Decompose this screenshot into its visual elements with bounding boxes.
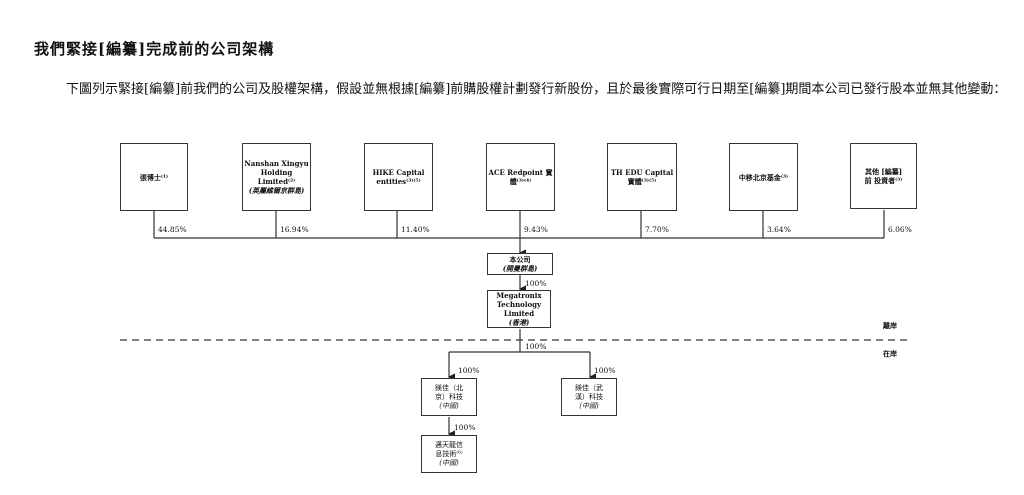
- ownership-pct: 7.70%: [645, 225, 669, 234]
- offshore-label: 離岸: [883, 321, 897, 330]
- company-name: 本公司: [509, 255, 531, 264]
- megatronix-jurisdiction: (香港): [508, 318, 530, 327]
- intro-paragraph: 下圖列示緊接[編纂]前我們的公司及股權架構，假設並無根據[編纂]前購股權計劃發行…: [66, 82, 1007, 97]
- beijing-name: 鎂佳（北京）科技: [435, 383, 463, 401]
- shareholder-box: 張博士⁽¹⁾: [120, 143, 188, 211]
- shareholder-name: ACE Redpoint 實體⁽³⁾⁽⁴⁾: [488, 168, 553, 186]
- subsidiary-name: 邁天龍信息技術⁽⁶⁾: [435, 440, 463, 458]
- ownership-pct: 11.40%: [401, 225, 430, 234]
- ownership-pct: 16.94%: [280, 225, 309, 234]
- shareholder-box: 中移北京基金⁽³⁾: [729, 143, 798, 211]
- ownership-pct: 100%: [458, 366, 480, 375]
- company-box: 本公司(開曼群島): [487, 253, 553, 275]
- megatronix-name: Megatronix Technology Limited: [496, 291, 542, 318]
- wuhan-jurisdiction: (中國): [579, 401, 599, 410]
- beijing-box: 鎂佳（北京）科技(中國): [421, 378, 477, 416]
- onshore-label: 在岸: [883, 349, 897, 358]
- shareholder-name: HIKE Capital entities⁽³⁾⁽⁵⁾: [372, 168, 425, 186]
- shareholder-box: HIKE Capital entities⁽³⁾⁽⁵⁾: [364, 143, 433, 211]
- ownership-pct: 100%: [454, 423, 476, 432]
- shareholder-box: TH EDU Capital 實體⁽³⁾⁽⁵⁾: [607, 143, 677, 211]
- ownership-pct: 3.64%: [767, 225, 791, 234]
- company-jurisdiction: (開曼群島): [502, 264, 538, 273]
- ownership-pct: 100%: [594, 366, 616, 375]
- ownership-pct: 100%: [525, 279, 547, 288]
- shareholder-name: TH EDU Capital 實體⁽³⁾⁽⁵⁾: [610, 168, 674, 186]
- ownership-pct: 44.85%: [158, 225, 187, 234]
- ownership-pct: 6.06%: [888, 225, 912, 234]
- shareholder-name: Nanshan Xingyu Holding Limited⁽²⁾: [244, 159, 309, 186]
- ownership-pct: 9.43%: [524, 225, 548, 234]
- wuhan-name: 鎂佳（武漢）科技: [575, 383, 603, 401]
- megatronix-box: Megatronix Technology Limited(香港): [487, 290, 551, 328]
- shareholder-box: Nanshan Xingyu Holding Limited⁽²⁾(英屬維爾京群…: [242, 143, 311, 211]
- section-title: 我們緊接[編纂]完成前的公司架構: [34, 40, 275, 58]
- subsidiary-box: 邁天龍信息技術⁽⁶⁾(中國): [421, 435, 477, 473]
- shareholder-name: 中移北京基金⁽³⁾: [738, 172, 789, 182]
- shareholder-box: 其他 [編纂]前 投資者⁽³⁾: [850, 143, 917, 209]
- ownership-pct: 100%: [525, 342, 547, 351]
- shareholder-box: ACE Redpoint 實體⁽³⁾⁽⁴⁾: [486, 143, 555, 211]
- subsidiary-jurisdiction: (中國): [439, 458, 459, 467]
- shareholder-name: 張博士⁽¹⁾: [139, 172, 169, 182]
- shareholder-jurisdiction: (英屬維爾京群島): [248, 186, 305, 195]
- shareholder-name: 其他 [編纂]前 投資者⁽³⁾: [864, 167, 903, 185]
- wuhan-box: 鎂佳（武漢）科技(中國): [561, 378, 617, 416]
- beijing-jurisdiction: (中國): [439, 401, 459, 410]
